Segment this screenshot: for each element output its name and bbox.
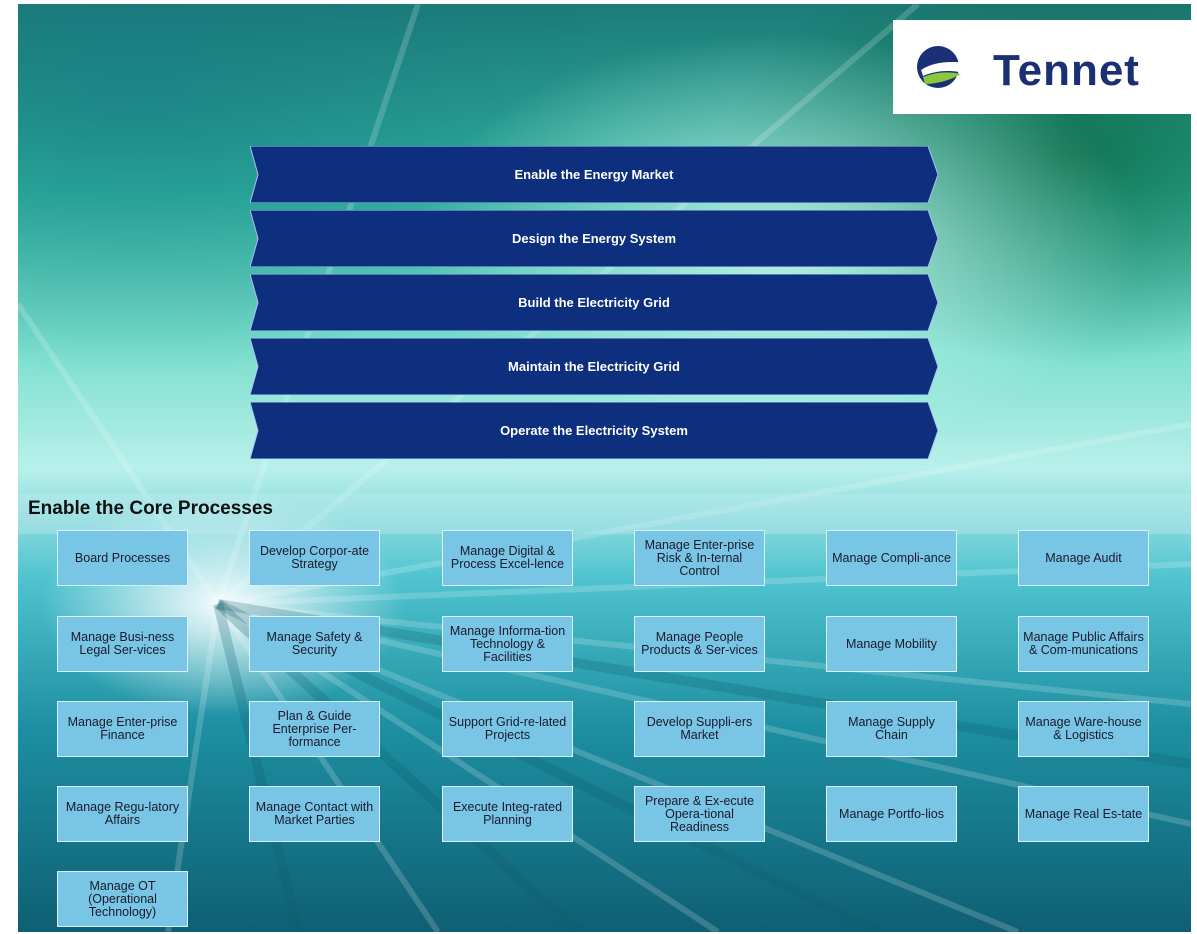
- primary-process-label: Design the Energy System: [512, 231, 676, 246]
- enabling-process-box[interactable]: Develop Suppli-ers Market: [634, 701, 765, 757]
- background-light-rays: [18, 4, 1191, 932]
- enabling-process-box[interactable]: Execute Integ-rated Planning: [442, 786, 573, 842]
- tennet-logo: Tennet: [893, 20, 1191, 114]
- process-map-canvas: Tennet Enable the Energy Market Design t…: [18, 4, 1191, 932]
- enabling-process-box[interactable]: Prepare & Ex-ecute Opera-tional Readines…: [634, 786, 765, 842]
- primary-process-label: Enable the Energy Market: [514, 167, 674, 182]
- primary-process-design-energy-system[interactable]: Design the Energy System: [250, 210, 938, 267]
- enabling-process-box[interactable]: Develop Corpor-ate Strategy: [249, 530, 380, 586]
- primary-process-build-electricity-grid[interactable]: Build the Electricity Grid: [250, 274, 938, 331]
- enabling-process-box[interactable]: Manage Regu-latory Affairs: [57, 786, 188, 842]
- enabling-process-box[interactable]: Manage OT (Operational Technology): [57, 871, 188, 927]
- tennet-wordmark: Tennet: [993, 46, 1140, 95]
- enabling-process-box[interactable]: Manage Supply Chain: [826, 701, 957, 757]
- enabling-process-box[interactable]: Manage Safety & Security: [249, 616, 380, 672]
- enabling-process-box[interactable]: Manage Real Es-tate: [1018, 786, 1149, 842]
- primary-process-label: Build the Electricity Grid: [518, 295, 670, 310]
- enabling-section-title: Enable the Core Processes: [28, 498, 273, 519]
- enabling-process-box[interactable]: Manage Enter-prise Finance: [57, 701, 188, 757]
- enabling-process-box[interactable]: Manage Portfo-lios: [826, 786, 957, 842]
- tennet-logo-mark-icon: [917, 46, 977, 88]
- enabling-process-box[interactable]: Manage Mobility: [826, 616, 957, 672]
- primary-process-maintain-electricity-grid[interactable]: Maintain the Electricity Grid: [250, 338, 938, 395]
- primary-process-enable-energy-market[interactable]: Enable the Energy Market: [250, 146, 938, 203]
- primary-process-label: Operate the Electricity System: [500, 423, 688, 438]
- enabling-process-box[interactable]: Plan & Guide Enterprise Per-formance: [249, 701, 380, 757]
- enabling-process-box[interactable]: Manage Ware-house & Logistics: [1018, 701, 1149, 757]
- enabling-process-box[interactable]: Manage Busi-ness Legal Ser-vices: [57, 616, 188, 672]
- enabling-process-box[interactable]: Board Processes: [57, 530, 188, 586]
- enabling-process-box[interactable]: Manage Public Affairs & Com-munications: [1018, 616, 1149, 672]
- enabling-process-box[interactable]: Manage People Products & Ser-vices: [634, 616, 765, 672]
- primary-process-label: Maintain the Electricity Grid: [508, 359, 680, 374]
- primary-process-operate-electricity-system[interactable]: Operate the Electricity System: [250, 402, 938, 459]
- enabling-process-box[interactable]: Manage Enter-prise Risk & In-ternal Cont…: [634, 530, 765, 586]
- enabling-process-box[interactable]: Manage Informa-tion Technology & Facilit…: [442, 616, 573, 672]
- enabling-process-box[interactable]: Support Grid-re-lated Projects: [442, 701, 573, 757]
- enabling-process-box[interactable]: Manage Contact with Market Parties: [249, 786, 380, 842]
- enabling-process-box[interactable]: Manage Compli-ance: [826, 530, 957, 586]
- section-band: [18, 494, 1191, 534]
- enabling-process-box[interactable]: Manage Digital & Process Excel-lence: [442, 530, 573, 586]
- enabling-process-box[interactable]: Manage Audit: [1018, 530, 1149, 586]
